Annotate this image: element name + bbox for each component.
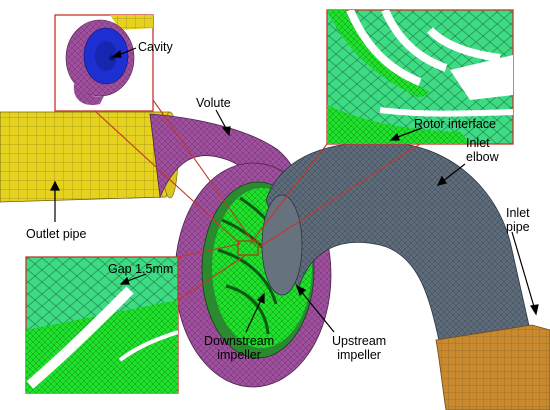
cavity-zoom-panel [54, 14, 154, 112]
label-upstream-impeller: Upstream impeller [332, 334, 386, 362]
inlet-elbow [261, 141, 531, 346]
label-inlet-elbow-line1: Inlet [466, 136, 490, 150]
label-inlet-pipe: Inlet pipe [506, 206, 530, 234]
label-arrows [50, 47, 539, 333]
label-gap: Gap 1.5mm [108, 262, 174, 276]
label-inlet-elbow: Inlet elbow [466, 136, 499, 164]
label-downstream-impeller: Downstream impeller [204, 334, 274, 362]
label-cavity: Cavity [138, 40, 173, 54]
label-inlet-pipe-line2: pipe [506, 220, 530, 234]
callout-lines [94, 99, 421, 301]
gap-zoom-panel [25, 256, 179, 394]
label-inlet-elbow-line2: elbow [466, 150, 499, 164]
rotor-interface-zoom-panel [326, 9, 514, 145]
label-inlet-pipe-line1: Inlet [506, 206, 530, 220]
label-downstream-line1: Downstream [204, 334, 275, 348]
label-rotor-interface: Rotor interface [414, 117, 496, 131]
inlet-pipe [435, 324, 550, 410]
label-outlet-pipe: Outlet pipe [26, 227, 87, 241]
label-upstream-line2: impeller [337, 348, 381, 362]
label-upstream-line1: Upstream [332, 334, 387, 348]
label-volute: Volute [196, 96, 231, 110]
label-downstream-line2: impeller [217, 348, 261, 362]
